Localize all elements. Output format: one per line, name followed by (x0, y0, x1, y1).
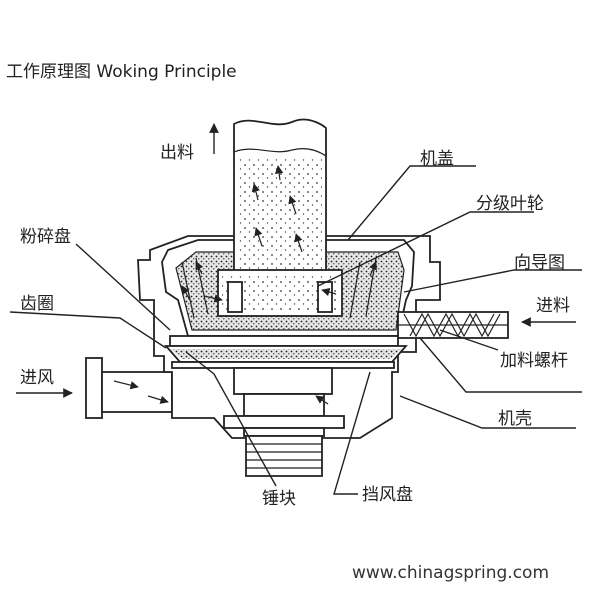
label-gear-ring: 齿圈 (20, 294, 54, 314)
label-air-in: 进风 (20, 368, 54, 388)
watermark: www.chinagspring.com (352, 563, 549, 583)
guide-vanes (181, 257, 377, 319)
label-classifier-wheel: 分级叶轮 (476, 194, 544, 214)
crushing-disc (164, 335, 408, 369)
labels: 出料 机盖 分级叶轮 粉碎盘 向导图 齿圈 进料 进风 加料螺杆 机壳 锤块 挡… (20, 143, 570, 509)
label-feed-screw: 加料螺杆 (500, 351, 568, 371)
label-crushing-disc: 粉碎盘 (20, 227, 71, 247)
label-housing: 机壳 (498, 409, 532, 429)
diagram-title: 工作原理图 Woking Principle (6, 62, 237, 82)
classifier-wheel (203, 269, 343, 317)
shaft-assembly (223, 367, 345, 477)
label-outlet: 出料 (160, 143, 194, 163)
label-feed-in: 进料 (536, 296, 570, 316)
label-guide-ring: 向导图 (514, 253, 565, 273)
air-inlet-pipe (85, 357, 173, 419)
label-cover: 机盖 (420, 149, 454, 169)
leader-lines (9, 165, 582, 495)
label-hammer: 锤块 (262, 489, 296, 509)
feed-screw (397, 311, 509, 339)
label-wind-shield-disc: 挡风盘 (362, 485, 413, 505)
